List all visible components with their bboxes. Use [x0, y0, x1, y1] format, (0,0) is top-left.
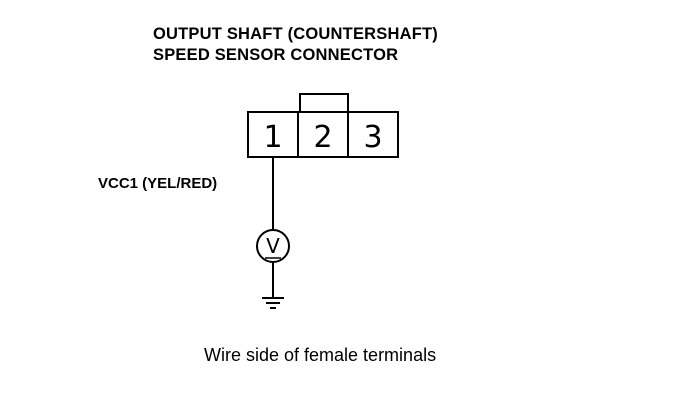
terminal-label-2: 2: [313, 120, 332, 155]
terminal-cell-3: [347, 111, 399, 158]
diagram-title-line-1: OUTPUT SHAFT (COUNTERSHAFT): [153, 25, 438, 43]
terminal-label-3: 3: [363, 120, 382, 155]
voltmeter-symbol-label: V: [266, 234, 280, 258]
voltmeter-icon: V: [256, 229, 290, 263]
diagram-caption: Wire side of female terminals: [204, 345, 437, 365]
terminal-label-1: 1: [263, 120, 282, 155]
wire-label: VCC1 (YEL/RED): [98, 175, 218, 192]
connector-body: 1 2 3: [247, 111, 399, 158]
terminal-cell-1: [247, 111, 299, 158]
diagram-title-line-2: SPEED SENSOR CONNECTOR: [153, 46, 399, 64]
connector-key-tab: [299, 93, 349, 113]
ground-icon: [262, 297, 284, 309]
